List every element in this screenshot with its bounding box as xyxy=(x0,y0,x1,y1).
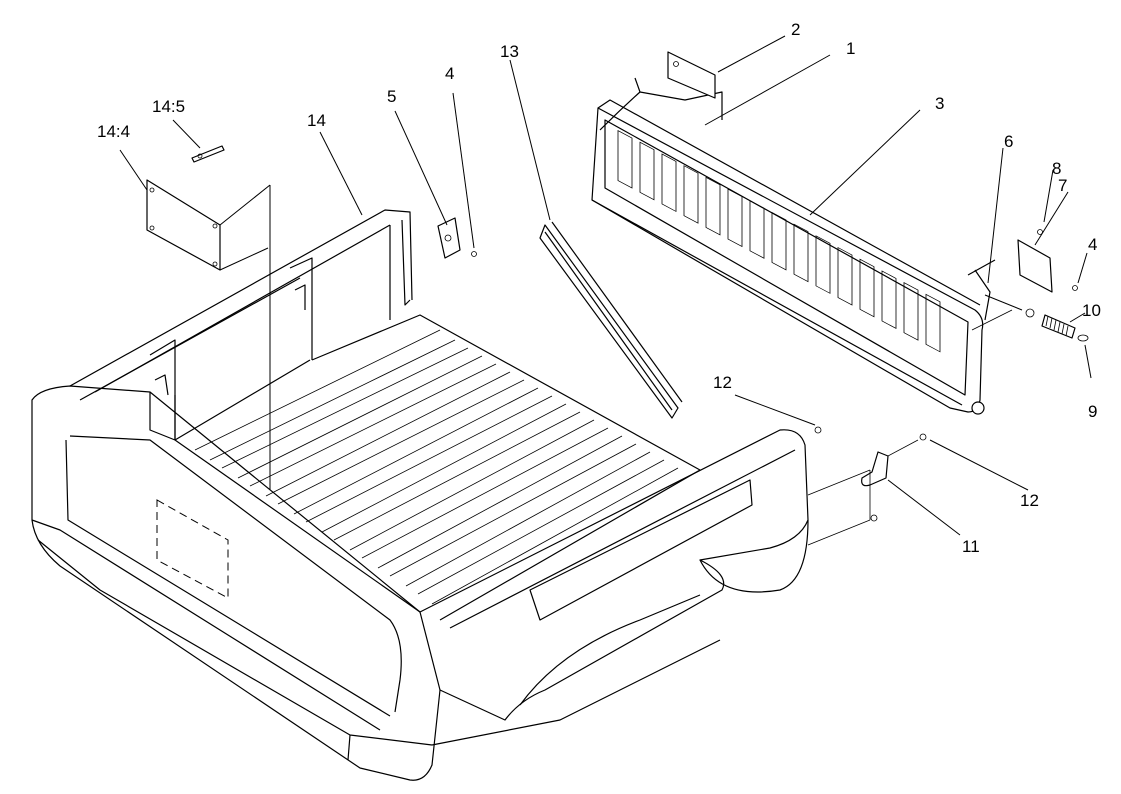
callout-7: 7 xyxy=(1058,176,1068,195)
hinge-plate xyxy=(437,217,477,259)
rod xyxy=(599,77,723,131)
channel-rail xyxy=(539,221,683,419)
screw-left xyxy=(814,426,822,434)
assembly-lines xyxy=(807,309,1013,546)
callout-8: 8 xyxy=(1052,159,1062,178)
callout-9: 9 xyxy=(1088,402,1098,421)
callout-14: 14 xyxy=(307,111,326,130)
bracket xyxy=(667,51,716,99)
tailgate xyxy=(591,99,985,415)
callout-10: 10 xyxy=(1082,301,1101,320)
callout-3: 3 xyxy=(935,94,945,113)
callout-4-left: 4 xyxy=(445,64,455,83)
callout-6: 6 xyxy=(1004,132,1014,151)
callout-11: 11 xyxy=(962,537,980,556)
callout-2: 2 xyxy=(791,20,801,39)
latch-bracket xyxy=(861,451,889,522)
pin xyxy=(191,145,225,163)
callout-1: 1 xyxy=(846,39,856,58)
screw-right xyxy=(919,433,927,441)
callout-5: 5 xyxy=(387,87,397,106)
callout-14-4: 14:4 xyxy=(97,122,131,141)
leader-lines xyxy=(119,35,1092,536)
latch-assembly xyxy=(967,229,1089,342)
callout-12-left: 12 xyxy=(713,373,732,392)
hopper-body xyxy=(31,209,809,781)
callout-4-right: 4 xyxy=(1088,235,1098,254)
tailgate-slots xyxy=(617,129,941,353)
callout-13: 13 xyxy=(500,42,519,61)
callout-14-5: 14:5 xyxy=(152,97,186,116)
decal-plate xyxy=(146,179,271,490)
callout-12-right: 12 xyxy=(1020,491,1039,510)
